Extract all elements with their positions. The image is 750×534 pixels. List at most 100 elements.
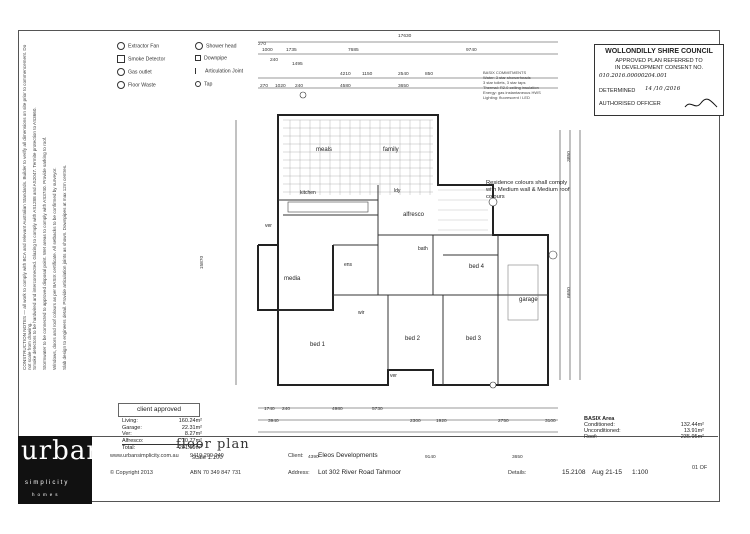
dim-label: 1000: [262, 48, 273, 53]
dim-label: 4580: [340, 84, 351, 89]
determined-label: DETERMINED: [599, 88, 636, 94]
determined-date: 14 /10 /2016: [645, 86, 681, 92]
dim-label: 270: [258, 42, 267, 47]
floor-waste-icon: [117, 81, 125, 89]
downpipe-icon: [195, 55, 201, 61]
notes-column-4: Windows, doors and roof colours as per B…: [52, 167, 57, 370]
notes-column-2: Smoke detectors to be hardwired and inte…: [32, 107, 37, 370]
legend-item: Downpipe: [195, 55, 227, 61]
dim-label: 4390: [308, 455, 319, 460]
dim-label: 9140: [425, 455, 436, 460]
dim-label: 3650: [398, 84, 409, 89]
room-label-bath: bath: [418, 246, 428, 252]
company-phone: 9419 200 240: [190, 453, 224, 459]
smoke-detector-icon: [117, 55, 125, 63]
floor-plan-drawing: [235, 41, 581, 433]
room-label-alfresco: alfresco: [403, 212, 425, 218]
dim-label: 240: [295, 84, 304, 89]
legend-item: Articulation Joint: [195, 68, 243, 74]
dim-label: 1735: [286, 48, 297, 53]
legend-item: Floor Waste: [117, 81, 156, 89]
dim-label: 4210: [340, 72, 351, 77]
dim-label: 2300: [410, 419, 421, 424]
logo-tagline: homes: [32, 492, 61, 497]
room-label-bed3: bed 3: [466, 336, 482, 342]
room-label-family: family: [383, 147, 399, 153]
company-logo: urban simplicity homes: [18, 436, 103, 504]
area-row: Ver:8.27m²: [122, 431, 202, 437]
dim-label: 3940: [268, 419, 279, 424]
dim-label: 1020: [275, 84, 286, 89]
address-label: Address:: [288, 470, 310, 476]
notes-column-3: Stormwater to be connected to approved d…: [42, 136, 47, 370]
basix-commitments-note: BASIX COMMITMENTS Water: 3 star showerhe…: [483, 70, 541, 100]
plan-scale: scale 1:100: [192, 455, 223, 461]
dim-label: 9740: [466, 48, 477, 53]
dim-label: 240: [270, 58, 279, 63]
council-title: WOLLONDILLY SHIRE COUNCIL: [605, 48, 713, 55]
shower-head-icon: [195, 42, 203, 50]
council-line-1: APPROVED PLAN REFERRED TO: [615, 58, 703, 64]
symbol-legend: Extractor Fan Smoke Detector Gas outlet …: [117, 42, 267, 94]
dim-top-overall: 17630: [398, 34, 412, 39]
dim-label: 6650: [566, 287, 572, 298]
officer-signature-icon: [684, 98, 718, 108]
basix-row: Unconditioned:13.91m²: [584, 428, 704, 434]
address-value: Lot 302 River Road Tahmoor: [318, 469, 401, 476]
job-number: 15.2108: [562, 469, 586, 476]
dim-label: 7685: [348, 48, 359, 53]
abn-text: ABN 70 349 847 731: [190, 470, 242, 476]
client-label: Client:: [288, 453, 304, 459]
title-block: www.urbansimplicity.com.au 9419 200 240 …: [92, 436, 718, 505]
legend-item: Extractor Fan: [117, 42, 159, 50]
drawing-notes: CONSTRUCTION NOTES — all work to comply …: [22, 40, 82, 370]
dim-label: 1150: [362, 72, 373, 77]
room-label-media: media: [284, 276, 301, 282]
dim-left-overall: 15870: [200, 255, 206, 270]
basix-area-table: BASIX Area Conditioned:132.44m² Uncondit…: [584, 416, 704, 440]
consent-number: 010.2016.00000204.001: [599, 73, 668, 79]
articulation-joint-icon: [195, 68, 202, 74]
room-label-bed2: bed 2: [405, 336, 421, 342]
gas-outlet-icon: [117, 68, 125, 76]
plan-title: floor plan: [176, 437, 250, 452]
basix-title: BASIX Area: [584, 416, 615, 422]
sheet-number: 01 OF: [692, 465, 708, 471]
room-label-meals: meals: [316, 147, 333, 153]
notes-column-1: CONSTRUCTION NOTES — all work to comply …: [22, 43, 33, 370]
dim-label: 240: [282, 407, 291, 412]
council-line-2: IN DEVELOPMENT CONSENT NO.: [614, 65, 704, 71]
client-value: Eleos Developments: [318, 452, 378, 459]
dim-label: 270: [260, 84, 269, 89]
logo-subtitle: simplicity: [25, 480, 70, 486]
legend-item: Tap: [195, 81, 212, 87]
basix-row: Conditioned:132.44m²: [584, 422, 704, 428]
area-row: Living:160.24m²: [122, 418, 202, 424]
dim-label: 3100: [545, 419, 556, 424]
dim-label: 850: [425, 72, 434, 77]
company-website: www.urbansimplicity.com.au: [110, 453, 179, 459]
room-label-garage: garage: [519, 297, 538, 303]
area-row: Alfresco:10.77m²: [122, 437, 202, 444]
room-label-kitchen: kitchen: [300, 190, 316, 196]
dim-label: 1495: [292, 62, 303, 67]
basix-row: Roof:235.95m²: [584, 434, 704, 440]
drawing-date: Aug 21-15: [592, 469, 622, 476]
room-label-bed4: bed 4: [469, 264, 485, 270]
client-approved-stamp: client approved: [118, 403, 200, 417]
dim-label: 5730: [372, 407, 383, 412]
tap-icon: [195, 81, 201, 87]
room-label-ldy: ldy: [394, 188, 401, 194]
area-row-total: Total:201.59m²: [122, 444, 202, 451]
room-label-bed1: bed 1: [310, 342, 326, 348]
drawing-scale: 1:100: [632, 469, 649, 476]
area-row: Garage:22.31m²: [122, 424, 202, 431]
legend-item: Smoke Detector: [117, 55, 165, 63]
room-label-ver: ver: [265, 223, 272, 229]
dim-label: 2540: [398, 72, 409, 77]
room-label-wir: wir: [358, 310, 365, 316]
officer-label: AUTHORISED OFFICER: [599, 101, 661, 107]
dim-label: 2750: [498, 419, 509, 424]
notes-column-5: Slab design to engineers detail. Provide…: [62, 164, 67, 370]
copyright-text: © Copyright 2013: [110, 470, 153, 476]
